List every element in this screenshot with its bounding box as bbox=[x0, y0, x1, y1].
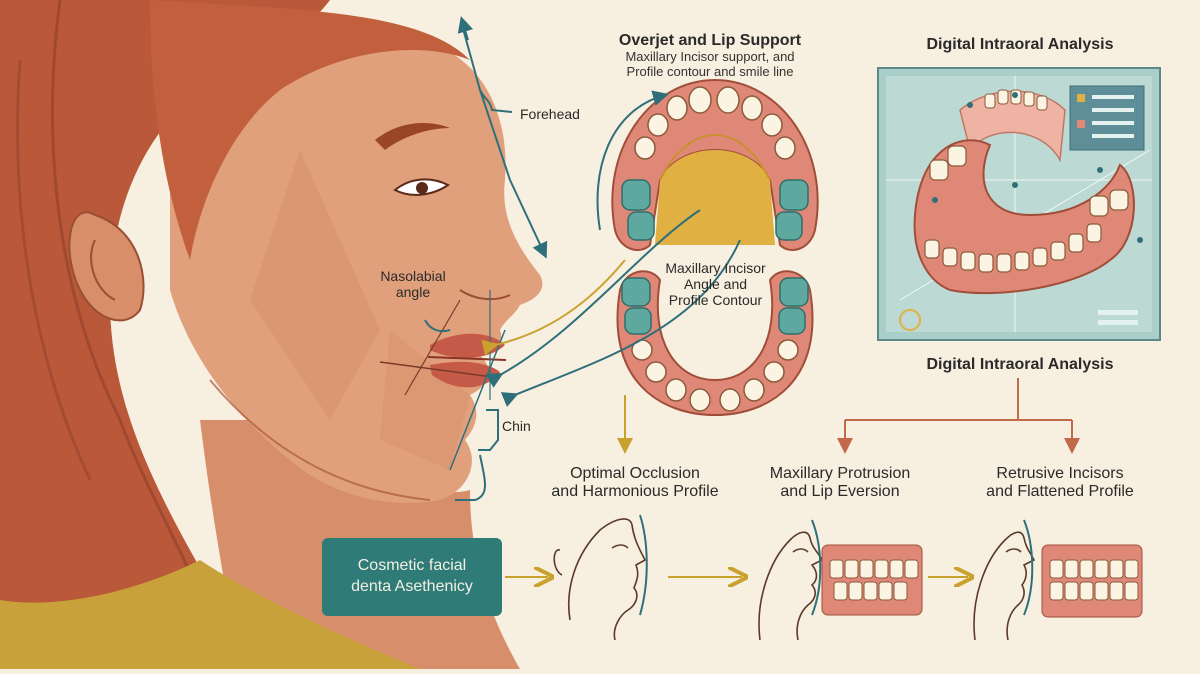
label-incisor-angle: Maxillary Incisor Angle and Profile Cont… bbox=[648, 260, 783, 308]
optimal-profile-icon bbox=[553, 514, 648, 641]
protrusion-line2: and Lip Eversion bbox=[780, 483, 900, 501]
label-nasolabial-angle: Nasolabial angle bbox=[368, 268, 458, 300]
label-forehead: Forehead bbox=[520, 106, 580, 122]
cosmetic-line2: denta Asethenicy bbox=[351, 578, 473, 595]
retrusive-line1: Retrusive Incisors bbox=[996, 465, 1124, 482]
retrusive-incisors-caption: Retrusive Incisors and Flattened Profile bbox=[965, 465, 1155, 502]
overjet-subtitle-line2: Profile contour and smile line bbox=[626, 64, 794, 80]
label-chin: Chin bbox=[502, 418, 531, 434]
optimal-occlusion-caption: Optimal Occlusion and Harmonious Profile bbox=[540, 465, 730, 502]
protrusion-profile-icon bbox=[758, 519, 824, 641]
retrusive-profile-icon bbox=[973, 519, 1036, 641]
cosmetic-line1: Cosmetic facial bbox=[357, 557, 467, 575]
cosmetic-facial-box: Cosmetic facial denta Asethenicy bbox=[322, 538, 502, 616]
digital-analysis-caption: Digital Intraoral Analysis bbox=[926, 356, 1114, 373]
maxillary-protrusion-caption: Maxillary Protrusion and Lip Eversion bbox=[745, 465, 935, 502]
protrusion-teeth-icon bbox=[821, 544, 923, 616]
digital-analysis-panel bbox=[877, 67, 1161, 341]
incisor-line2: Angle and bbox=[683, 276, 748, 293]
lower-dental-arch bbox=[616, 270, 814, 417]
branch-arrows bbox=[837, 378, 1080, 454]
optimal-line2: and Harmonious Profile bbox=[551, 483, 719, 501]
woman-profile-illustration bbox=[0, 0, 543, 670]
incisor-line1: Maxillary Incisor bbox=[665, 260, 766, 276]
label-nasolabial-line1: Nasolabial bbox=[380, 268, 446, 284]
label-nasolabial-line2: angle bbox=[395, 284, 431, 301]
overjet-subtitle-line1: Maxillary Incisor support, and bbox=[625, 49, 795, 65]
retrusive-teeth-icon bbox=[1041, 544, 1143, 618]
profile-bracket bbox=[455, 16, 548, 501]
digital-analysis-title: Digital Intraoral Analysis bbox=[926, 36, 1114, 53]
overjet-title: Overjet and Lip Support bbox=[618, 32, 802, 49]
overjet-heading: Overjet and Lip Support Maxillary Inciso… bbox=[595, 32, 825, 80]
optimal-line1: Optimal Occlusion bbox=[570, 465, 700, 482]
protrusion-line1: Maxillary Protrusion bbox=[769, 465, 911, 482]
connector-arrows bbox=[481, 90, 741, 454]
retrusive-line2: and Flattened Profile bbox=[986, 483, 1134, 501]
upper-dental-arch bbox=[611, 78, 819, 251]
incisor-line3: Profile Contour bbox=[668, 292, 763, 309]
